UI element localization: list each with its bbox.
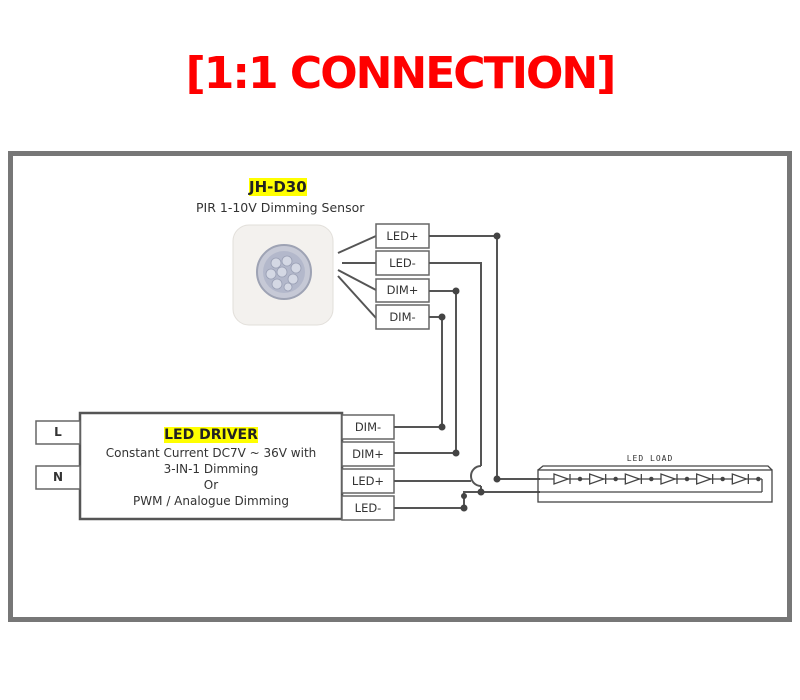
sensor-terminal-led-minus: LED- [389, 256, 416, 270]
driver-terminal-led-minus: LED- [354, 501, 382, 515]
led-node [649, 476, 654, 482]
wire-junctions [438, 232, 501, 512]
wires [394, 235, 540, 509]
led-diode-icon [696, 473, 713, 485]
driver-title-text: LED DRIVER [164, 427, 258, 443]
sensor-terminal-dim-plus: DIM+ [386, 283, 419, 297]
sensor-model-text: JH-D30 [249, 178, 307, 196]
led-diode-icon [589, 473, 606, 485]
led-diode-icon [624, 473, 642, 485]
page-title: [1:1 CONNECTION] [185, 48, 617, 99]
driver-terminal-dim-plus: DIM+ [352, 447, 384, 461]
driver-input-n: N [52, 470, 64, 484]
sensor-terminal-led-plus: LED+ [386, 229, 419, 243]
driver-input-l: L [54, 425, 62, 439]
pir-sensor-device [232, 224, 334, 326]
driver-terminal-dim-minus: DIM- [354, 420, 382, 434]
led-diode-icon [660, 473, 677, 485]
sensor-terminal-dim-minus: DIM- [389, 310, 416, 324]
sensor-model: JH-D30 [249, 178, 307, 196]
led-load-label: LED LOAD [626, 454, 674, 463]
led-node [756, 476, 761, 482]
sensor-description: PIR 1-10V Dimming Sensor [196, 200, 365, 215]
led-node [684, 476, 690, 482]
led-load [537, 465, 773, 503]
led-node [577, 476, 583, 482]
driver-line-3: Or [203, 478, 219, 492]
led-node [613, 476, 618, 482]
led-node [720, 476, 725, 482]
driver-line-2: 3-IN-1 Dimming [163, 462, 259, 476]
terminal-n [35, 465, 81, 490]
led-diode-icon [731, 473, 749, 485]
driver-title: LED DRIVER [80, 427, 342, 443]
sensor-leads [337, 235, 377, 319]
driver-terminals [341, 414, 395, 521]
driver-line-1: Constant Current DC7V ~ 36V with [105, 446, 317, 460]
led-diode-icon [553, 473, 570, 485]
terminal-l [35, 420, 81, 445]
led-string [548, 473, 762, 485]
driver-terminal-led-plus: LED+ [351, 474, 385, 488]
driver-line-4: PWM / Analogue Dimming [133, 494, 289, 508]
